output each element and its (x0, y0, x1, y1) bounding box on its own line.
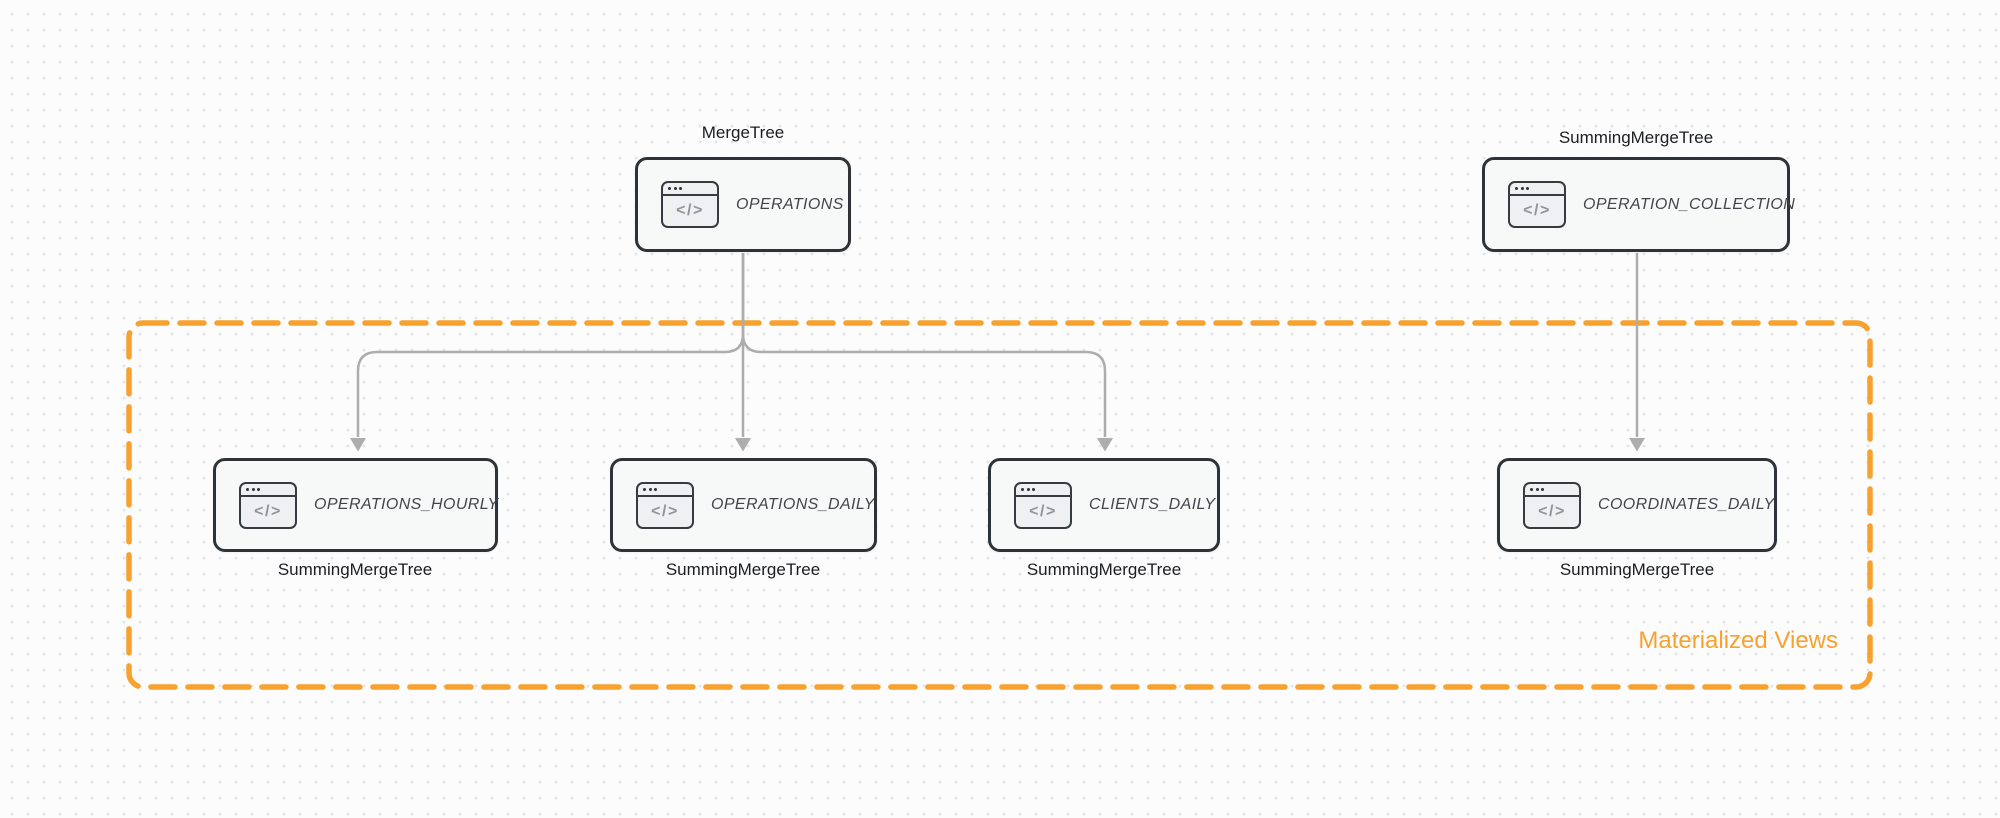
node-coordinates-daily[interactable]: </> COORDINATES_DAILY (1497, 458, 1777, 552)
code-window-icon: </> (1523, 481, 1581, 529)
code-glyph: </> (254, 502, 282, 520)
code-window-icon: </> (1508, 181, 1566, 228)
node-operations-daily[interactable]: </> OPERATIONS_DAILY (610, 458, 877, 552)
code-window-icon: </> (636, 481, 694, 529)
arrowhead-coordinates-daily (1629, 438, 1645, 452)
arrowhead-clients-daily (1097, 438, 1113, 452)
code-glyph: </> (676, 202, 704, 219)
engine-label-operations-hourly: SummingMergeTree (277, 560, 433, 579)
node-clients-daily[interactable]: </> CLIENTS_DAILY (988, 458, 1220, 552)
window-dots-icon (1525, 484, 1579, 497)
window-dots-icon (638, 484, 692, 497)
code-glyph: </> (651, 502, 679, 520)
engine-label-operation-collection: SummingMergeTree (1558, 128, 1714, 147)
window-dots-icon (1510, 183, 1564, 196)
node-title: OPERATIONS_DAILY (711, 496, 875, 513)
node-title: OPERATION_COLLECTION (1583, 195, 1796, 213)
engine-label-clients-daily: SummingMergeTree (1026, 560, 1182, 579)
window-dots-icon (663, 183, 717, 196)
materialized-views-label: Materialized Views (1638, 627, 1838, 654)
window-dots-icon (241, 484, 295, 497)
node-title: CLIENTS_DAILY (1089, 496, 1216, 513)
code-glyph: </> (1538, 502, 1566, 520)
arrowhead-operations-daily (735, 438, 751, 452)
code-glyph: </> (1029, 502, 1057, 520)
node-operation-collection[interactable]: </> OPERATION_COLLECTION (1482, 157, 1795, 252)
code-window-icon: </> (239, 481, 297, 529)
engine-label-coordinates-daily: SummingMergeTree (1559, 560, 1715, 579)
node-title: OPERATIONS_HOURLY (314, 496, 499, 513)
arrowhead-operations-hourly (350, 438, 366, 452)
code-glyph: </> (1523, 202, 1551, 219)
node-title: OPERATIONS (736, 195, 844, 213)
engine-label-operations: MergeTree (701, 123, 785, 142)
node-operations-hourly[interactable]: </> OPERATIONS_HOURLY (213, 458, 498, 552)
code-window-icon: </> (661, 181, 719, 228)
edge-operations-to-operations-hourly (356, 253, 745, 437)
node-operations[interactable]: </> OPERATIONS (635, 157, 851, 252)
window-dots-icon (1016, 484, 1070, 497)
engine-label-operations-daily: SummingMergeTree (665, 560, 821, 579)
edge-operations-to-clients-daily (741, 253, 1107, 437)
node-title: COORDINATES_DAILY (1598, 496, 1775, 513)
code-window-icon: </> (1014, 481, 1072, 529)
